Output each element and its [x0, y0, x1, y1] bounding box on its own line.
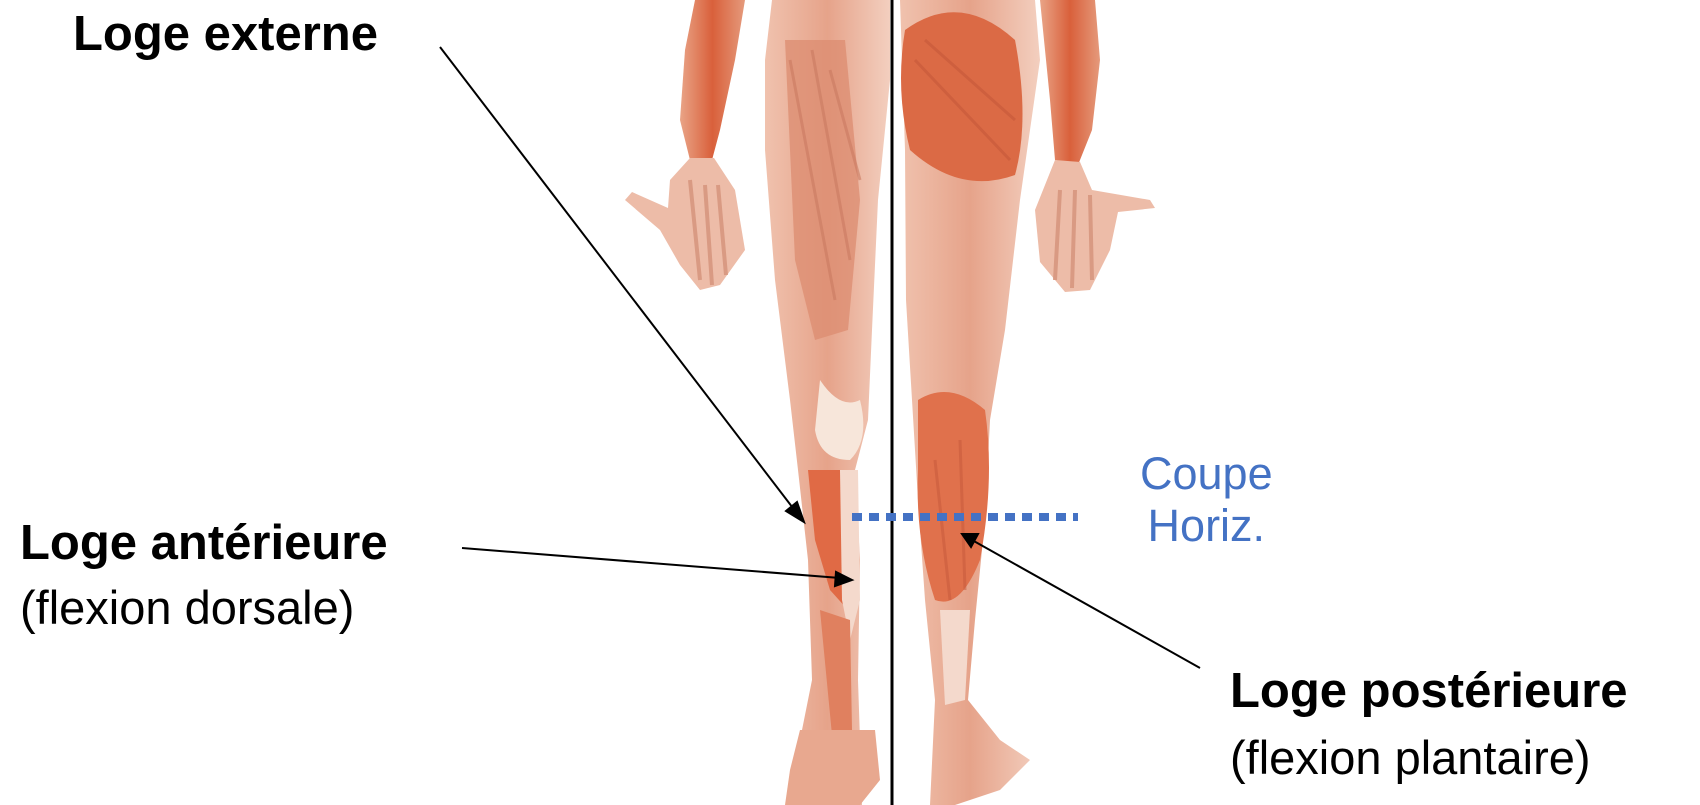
arrowhead-loge-externe: [786, 502, 804, 522]
arrow-loge-anterieure: [462, 548, 840, 578]
label-loge-posterieure-function: (flexion plantaire): [1230, 730, 1591, 785]
label-coupe-line1: Coupe: [1140, 448, 1273, 500]
left-arm-front: [625, 0, 745, 290]
label-loge-anterieure-function: (flexion dorsale): [20, 580, 354, 635]
label-loge-posterieure: Loge postérieure: [1230, 663, 1628, 719]
label-coupe-line2: Horiz.: [1140, 500, 1273, 552]
right-leg-posterior: [900, 0, 1040, 805]
label-loge-anterieure: Loge antérieure: [20, 515, 388, 571]
arrow-loge-externe: [440, 47, 796, 512]
label-coupe-horizontale: Coupe Horiz.: [1140, 448, 1273, 552]
arrow-loge-posterieure: [972, 540, 1200, 668]
right-arm-back: [1035, 0, 1155, 292]
label-loge-externe: Loge externe: [73, 6, 378, 62]
left-leg-anterior: [765, 0, 890, 805]
